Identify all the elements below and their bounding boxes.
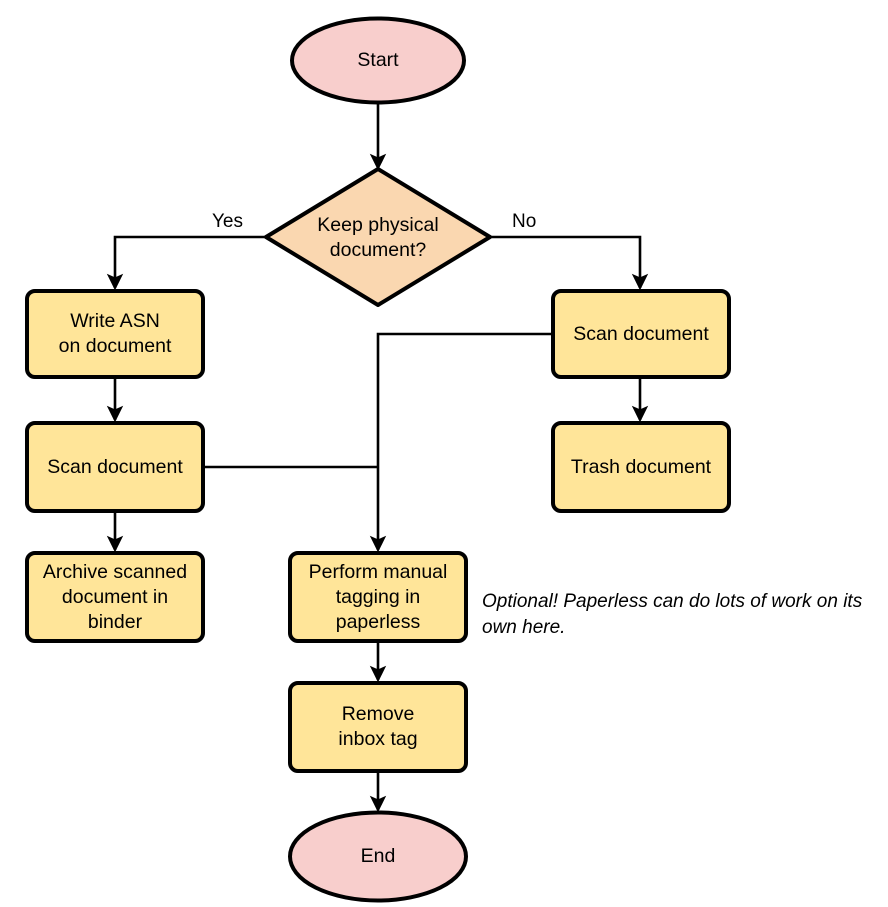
optional-note: Optional! Paperless can do lots of work … <box>482 591 863 638</box>
node-trash-shape[interactable] <box>551 421 731 513</box>
edge-decision-no-to-scan-right <box>491 235 649 291</box>
edges-layer <box>106 103 649 813</box>
node-write-asn-shape[interactable] <box>25 289 205 379</box>
edge-decision-yes-to-write-asn <box>106 235 265 291</box>
node-decision-shape[interactable] <box>264 167 492 307</box>
node-scan-left-shape[interactable] <box>25 421 205 513</box>
node-remove-inbox-shape[interactable] <box>288 681 468 773</box>
node-scan-right-shape[interactable] <box>551 289 731 379</box>
nodes-layer <box>25 16 731 903</box>
node-end-shape[interactable] <box>288 810 468 903</box>
edge-scan-right-to-tagging <box>369 332 552 553</box>
node-tagging-shape[interactable] <box>288 551 468 643</box>
node-archive-shape[interactable] <box>25 551 205 643</box>
edge-label-no: No <box>510 211 539 233</box>
node-start-shape[interactable] <box>290 16 466 105</box>
edge-label-yes: Yes <box>210 211 245 233</box>
